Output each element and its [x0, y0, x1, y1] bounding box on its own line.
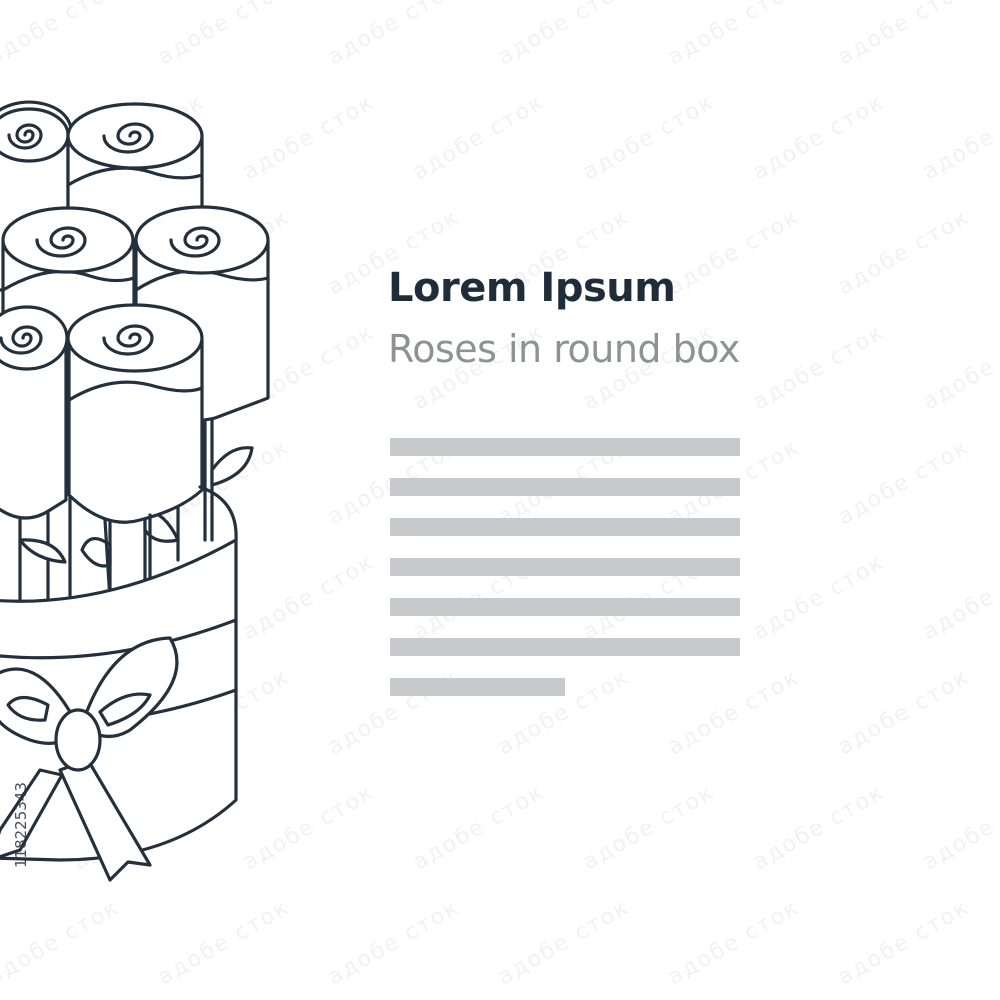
watermark-tile: адобе сток — [578, 89, 720, 186]
watermark-tile: адобе сток — [408, 89, 550, 186]
watermark-tile: адобе сток — [833, 434, 975, 531]
watermark-tile: адобе сток — [918, 319, 1000, 416]
ribbon-bow — [0, 636, 179, 882]
watermark-id: 118225343 — [12, 782, 30, 868]
placeholder-text-line — [390, 518, 740, 536]
rose-front-left — [0, 305, 69, 520]
watermark-tile: адобе сток — [748, 319, 890, 416]
watermark-tile: адобе сток — [578, 779, 720, 876]
rose-leaves — [18, 446, 254, 568]
placeholder-text-line — [390, 598, 740, 616]
watermark-tile: адобе сток — [918, 779, 1000, 876]
placeholder-text-line — [390, 678, 565, 696]
watermark-tile: адобе сток — [918, 549, 1000, 646]
roses-in-round-box-icon — [0, 100, 270, 882]
placeholder-text-line — [390, 478, 740, 496]
watermark-tile: адобе сток — [663, 0, 805, 71]
watermark-tile: адобе сток — [663, 204, 805, 301]
watermark-tile: адобе сток — [833, 0, 975, 71]
watermark-tile: адобе сток — [833, 894, 975, 991]
placeholder-text-block — [390, 438, 740, 718]
placeholder-text-line — [390, 438, 740, 456]
watermark-tile: адобе сток — [833, 204, 975, 301]
watermark-tile: адобе сток — [918, 89, 1000, 186]
page-subtitle: Roses in round box — [388, 327, 740, 371]
watermark-tile: адобе сток — [748, 549, 890, 646]
placeholder-text-line — [390, 638, 740, 656]
rose-front-right — [66, 303, 204, 602]
watermark-tile: адобе сток — [408, 779, 550, 876]
watermark-tile: адобе сток — [748, 779, 890, 876]
placeholder-text-line — [390, 558, 740, 576]
watermark-tile: адобе сток — [493, 894, 635, 991]
watermark-tile: адобе сток — [663, 894, 805, 991]
watermark-tile: адобе сток — [748, 89, 890, 186]
page-title: Lorem Ipsum — [388, 265, 676, 311]
watermark-tile: адобе сток — [493, 0, 635, 71]
watermark-tile: адобе сток — [833, 664, 975, 761]
